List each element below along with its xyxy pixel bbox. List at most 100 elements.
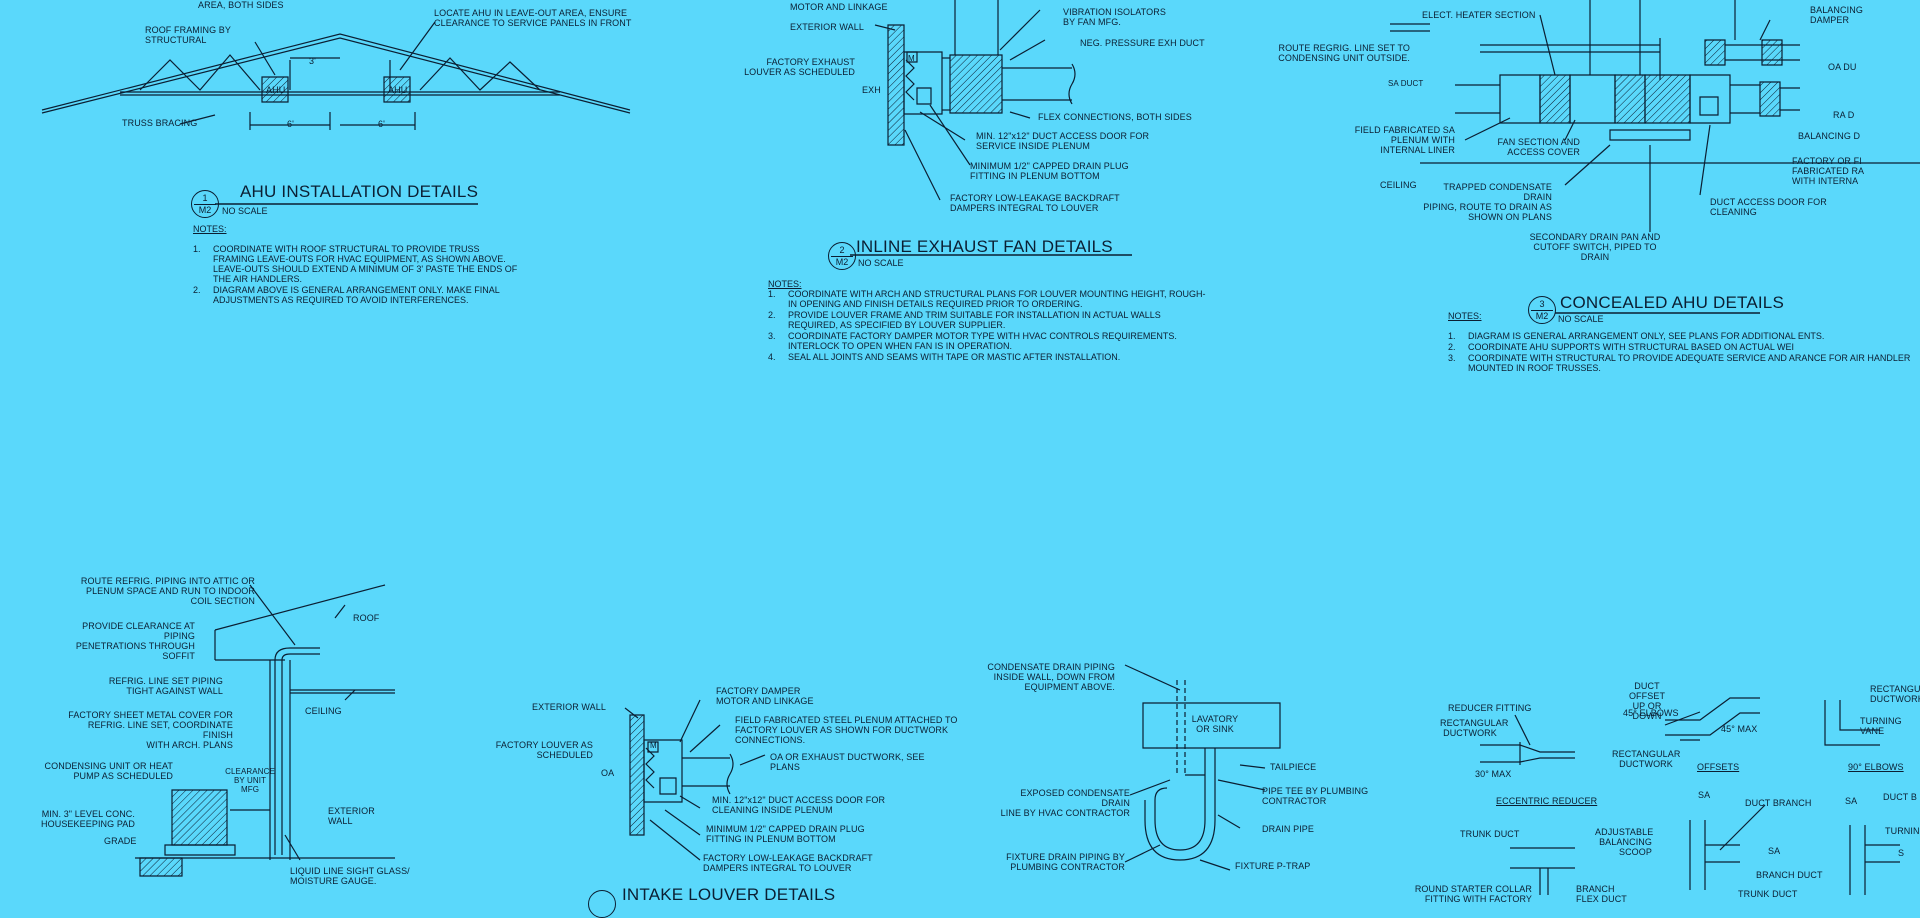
label-rect-duct-3: RECTANGULAR DUCTWORK — [1870, 684, 1920, 704]
bubble-number: 3 — [1539, 299, 1545, 309]
detail-scale: NO SCALE — [222, 206, 268, 216]
detail-title: INLINE EXHAUST FAN DETAILS — [856, 237, 1113, 256]
intake-louver-drawing — [625, 700, 765, 860]
label-truss-bracing: TRUSS BRACING — [122, 118, 198, 128]
label-area-both-sides: AREA, BOTH SIDES — [198, 0, 284, 10]
label-duct-offset: DUCT OFFSET UP OR DOWN — [1628, 681, 1666, 721]
label-m-tag: M — [908, 54, 915, 63]
inline-exhaust-drawing — [875, 0, 1075, 200]
label-route-refrig: ROUTE REFRIG. PIPING INTO ATTIC OR PLENU… — [80, 576, 255, 606]
label-access-door: MIN. 12"x12" DUCT ACCESS DOOR FOR CLEANI… — [712, 795, 886, 815]
label-motor-linkage: MOTOR AND LINKAGE — [790, 2, 888, 12]
label-factory-fi: FACTORY OR FI FABRICATED RA WITH INTERNA — [1792, 156, 1865, 186]
note-item: 1.COORDINATE WITH ARCH AND STRUCTURAL PL… — [768, 289, 1206, 309]
notes-list: 1.COORDINATE WITH ROOF STRUCTURAL TO PRO… — [193, 244, 523, 306]
bubble-sheet: M2 — [198, 205, 212, 215]
label-rect-duct-2: RECTANGULAR DUCTWORK — [1612, 749, 1681, 769]
label-branch-duct: BRANCH DUCT — [1756, 870, 1823, 880]
label-flex: FLEX CONNECTIONS, BOTH SIDES — [1038, 112, 1192, 122]
label-route-refrig: ROUTE REGRIG. LINE SET TO CONDENSING UNI… — [1278, 43, 1410, 63]
label-access-door: MIN. 12"x12" DUCT ACCESS DOOR FOR SERVIC… — [976, 131, 1150, 151]
label-exposed: EXPOSED CONDENSATE DRAIN LINE BY HVAC CO… — [1000, 788, 1130, 818]
note-item: 1.COORDINATE WITH ROOF STRUCTURAL TO PRO… — [193, 244, 518, 284]
condensing-unit-drawing — [135, 585, 395, 876]
notes-heading: NOTES: — [1448, 311, 1482, 321]
label-trunk-duct-2: TRUNK DUCT — [1738, 889, 1798, 899]
label-backdraft: FACTORY LOW-LEAKAGE BACKDRAFT DAMPERS IN… — [703, 853, 873, 873]
label-adjustable-scoop: ADJUSTABLE BALANCING SCOOP — [1595, 827, 1654, 857]
concealed-ahu-drawing — [1420, 0, 1920, 232]
bubble-sheet: M2 — [835, 257, 849, 267]
note-item: 1.DIAGRAM IS GENERAL ARRANGEMENT ONLY, S… — [1448, 331, 1825, 341]
label-duct-access: DUCT ACCESS DOOR FOR CLEANING — [1710, 197, 1827, 217]
label-drain-plug: MINIMUM 1/2" CAPPED DRAIN PLUG FITTING I… — [970, 161, 1129, 181]
detail-bubble-1: 1 M2 — [191, 190, 219, 218]
label-exterior-wall: EXTERIOR WALL — [790, 22, 864, 32]
label-roof-framing: ROOF FRAMING BY STRUCTURAL — [145, 25, 232, 45]
label-ceiling: CEILING — [305, 706, 342, 716]
label-lavatory: LAVATORY OR SINK — [1191, 714, 1239, 734]
label-round-starter: ROUND STARTER COLLAR FITTING WITH FACTOR… — [1414, 884, 1532, 904]
label-sight-glass: LIQUID LINE SIGHT GLASS/ MOISTURE GAUGE. — [290, 866, 410, 886]
label-45-elbows: 45° ELBOWS — [1623, 708, 1679, 718]
duct-fittings-drawing — [1480, 698, 1900, 895]
detail-bubble-4 — [588, 890, 616, 918]
label-factory-damper: FACTORY DAMPER MOTOR AND LINKAGE — [716, 686, 814, 706]
label-eccentric-reducer: ECCENTRIC REDUCER — [1496, 796, 1598, 806]
label-vibration: VIBRATION ISOLATORS BY FAN MFG. — [1063, 7, 1166, 27]
detail-scale: NO SCALE — [858, 258, 904, 268]
label-exh: EXH — [862, 85, 881, 95]
label-sa-duct: SA DUCT — [1388, 79, 1424, 88]
label-balancing-d2: BALANCING D — [1798, 131, 1861, 141]
label-locate-ahu: LOCATE AHU IN LEAVE-OUT AREA, ENSURE CLE… — [434, 8, 632, 28]
label-backdraft: FACTORY LOW-LEAKAGE BACKDRAFT DAMPERS IN… — [950, 193, 1120, 213]
label-fan-section: FAN SECTION AND ACCESS COVER — [1497, 137, 1580, 157]
label-ceiling: CEILING — [1380, 180, 1417, 190]
label-duct-b: DUCT B — [1883, 792, 1917, 802]
label-condensate-drain: CONDENSATE DRAIN PIPING INSIDE WALL, DOW… — [987, 662, 1115, 692]
label-pipe-tee: PIPE TEE BY PLUMBING CONTRACTOR — [1262, 786, 1369, 806]
label-oa: OA — [601, 768, 615, 778]
label-offsets: OFFSETS — [1697, 762, 1740, 772]
label-trunk-duct: TRUNK DUCT — [1460, 829, 1520, 839]
label-trapped: TRAPPED CONDENSATE DRAIN PIPING, ROUTE T… — [1423, 182, 1552, 222]
notes-list: 1.COORDINATE WITH ARCH AND STRUCTURAL PL… — [768, 289, 1213, 363]
label-duct-branch: DUCT BRANCH — [1745, 798, 1812, 808]
label-neg-pressure: NEG. PRESSURE EXH DUCT — [1080, 38, 1205, 48]
label-ahu-unit-1: AHU — [266, 85, 286, 95]
label-factory-louver: FACTORY EXHAUST LOUVER AS SCHEDULED — [744, 57, 855, 77]
label-field-sa: FIELD FABRICATED SA PLENUM WITH INTERNAL… — [1354, 125, 1455, 155]
label-ra-duct: RA D — [1833, 110, 1855, 120]
note-item: 3.COORDINATE WITH STRUCTURAL TO PROVIDE … — [1448, 353, 1911, 373]
label-exterior-wall: EXTERIOR WALL — [328, 806, 375, 826]
detail-title: CONCEALED AHU DETAILS — [1560, 293, 1784, 312]
label-elect-heater: ELECT. HEATER SECTION — [1422, 10, 1536, 20]
notes-heading: NOTES: — [193, 224, 227, 234]
notes-list: 1.DIAGRAM IS GENERAL ARRANGEMENT ONLY, S… — [1448, 331, 1918, 374]
label-30-max: 30° MAX — [1475, 769, 1512, 779]
label-secondary: SECONDARY DRAIN PAN AND CUTOFF SWITCH, P… — [1529, 232, 1661, 262]
label-oa-exhaust: OA OR EXHAUST DUCTWORK, SEE PLANS — [770, 752, 925, 772]
label-drain-pipe: DRAIN PIPE — [1262, 824, 1315, 834]
label-s-cut: S — [1898, 848, 1905, 858]
dimension-6ft-b: 6' — [378, 119, 385, 129]
label-roof: ROOF — [353, 613, 380, 623]
note-item: 2.PROVIDE LOUVER FRAME AND TRIM SUITABLE… — [768, 310, 1161, 330]
label-drain-plug: MINIMUM 1/2" CAPPED DRAIN PLUG FITTING I… — [706, 824, 865, 844]
label-refrig-line: REFRIG. LINE SET PIPING TIGHT AGAINST WA… — [108, 676, 223, 696]
detail-title: AHU INSTALLATION DETAILS — [240, 182, 479, 201]
label-sa-1: SA — [1698, 790, 1711, 800]
note-item: 2.DIAGRAM ABOVE IS GENERAL ARRANGEMENT O… — [193, 285, 500, 305]
label-pad: MIN. 3" LEVEL CONC. HOUSEKEEPING PAD — [41, 809, 135, 829]
bubble-number: 2 — [839, 245, 845, 255]
p-trap-drawing — [1125, 665, 1280, 870]
label-sa-2: SA — [1768, 846, 1781, 856]
bubble-sheet: M2 — [1535, 311, 1549, 321]
label-provide-clearance: PROVIDE CLEARANCE AT PIPING PENETRATIONS… — [75, 621, 195, 661]
label-exterior-wall: EXTERIOR WALL — [532, 702, 606, 712]
label-90-elbows: 90° ELBOWS — [1848, 762, 1904, 772]
label-rect-duct-1: RECTANGULAR DUCTWORK — [1440, 718, 1509, 738]
label-45-max: 45° MAX — [1721, 724, 1758, 734]
